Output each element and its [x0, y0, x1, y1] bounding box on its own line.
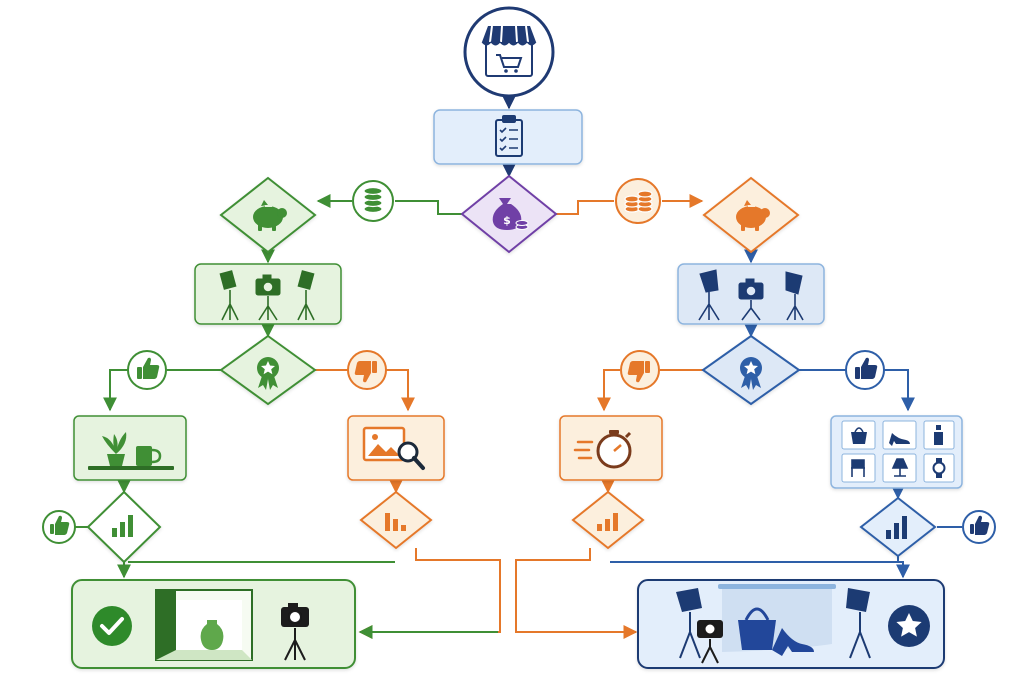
- thumbs-down-icon: [354, 361, 377, 383]
- low-budget-piggy-node: [219, 176, 317, 254]
- connector-thumbsdown-to-image-review: [386, 369, 415, 412]
- storefront-cart-icon: [481, 25, 537, 77]
- thumbs-down-right-node: [620, 350, 660, 390]
- camera-lights-setup-icon: [219, 270, 315, 321]
- results-blue-node: [859, 496, 937, 558]
- image-review-node: [347, 415, 445, 481]
- thumbs-up-icon: [855, 357, 878, 379]
- thumbs-down-icon: [627, 361, 650, 383]
- high-budget-coins-node: [615, 178, 661, 224]
- connector-results-orange-right-down: [515, 548, 638, 639]
- connector-results-orange-left-down: [358, 548, 501, 639]
- thumbs-up-blue-end-node: [962, 510, 996, 544]
- plant-mug-shelf-icon: [88, 432, 174, 470]
- connector-thumbsup-to-simple-products: [103, 369, 128, 412]
- backdrop-bag-shoe-star-icon: [676, 584, 930, 664]
- thumbs-up-left-node: [127, 350, 167, 390]
- svg-text:$: $: [503, 214, 511, 227]
- requirements-node: [433, 109, 583, 165]
- storefront-node: [463, 6, 555, 98]
- low-budget-coins-node: [352, 180, 394, 222]
- connector-budget-to-high: [555, 200, 614, 215]
- quality-check-green-node: [219, 334, 317, 406]
- lightbox-vase-check-icon: [92, 589, 309, 661]
- piggy-bank-icon: [253, 200, 287, 231]
- bar-chart-icon: [886, 516, 907, 539]
- budget-decision-node: $: [460, 174, 558, 254]
- pro-studio-setup-node: [677, 263, 825, 325]
- award-ribbon-icon: [257, 357, 279, 390]
- bar-chart-icon: [112, 515, 133, 537]
- pro-studio-outcome-node: [637, 579, 945, 669]
- connector-budget-to-low: [395, 200, 464, 215]
- thumbs-up-icon: [137, 357, 160, 379]
- high-budget-piggy-node: [702, 176, 800, 254]
- award-ribbon-icon: [740, 357, 762, 390]
- thumbs-up-right-node: [845, 350, 885, 390]
- piggy-bank-icon: [736, 200, 770, 231]
- camera-lights-setup-icon: [698, 269, 804, 321]
- thumbs-down-left-node: [347, 350, 387, 390]
- thumbs-up-green-end-node: [42, 510, 76, 544]
- product-grid-icon: [841, 420, 955, 483]
- results-orange-right-node: [571, 490, 645, 550]
- connector-thumbsdown-to-timer: [597, 369, 620, 412]
- stopwatch-icon: [573, 430, 632, 469]
- speed-timer-node: [559, 415, 663, 481]
- connector-thumbsup-to-catalog: [884, 369, 915, 412]
- bar-chart-icon: [597, 513, 618, 531]
- coins-stack-icon: [624, 190, 653, 213]
- thumbs-up-icon: [970, 515, 990, 535]
- bar-chart-icon: [385, 513, 406, 531]
- coins-stack-icon: [363, 186, 383, 214]
- checklist-clipboard-icon: [495, 115, 523, 157]
- connectors: [75, 95, 962, 639]
- diy-lightbox-outcome-node: [71, 579, 356, 669]
- thumbs-up-icon: [50, 515, 70, 535]
- results-orange-left-node: [359, 490, 433, 550]
- money-bag-icon: $: [492, 198, 529, 230]
- connector-results-blue-to-outcome: [896, 556, 910, 579]
- basic-studio-setup-node: [194, 263, 342, 325]
- product-catalog-node: [830, 415, 963, 489]
- results-green-node: [86, 490, 162, 564]
- quality-check-blue-node: [701, 334, 801, 406]
- simple-products-node: [73, 415, 187, 481]
- image-search-icon: [362, 426, 425, 470]
